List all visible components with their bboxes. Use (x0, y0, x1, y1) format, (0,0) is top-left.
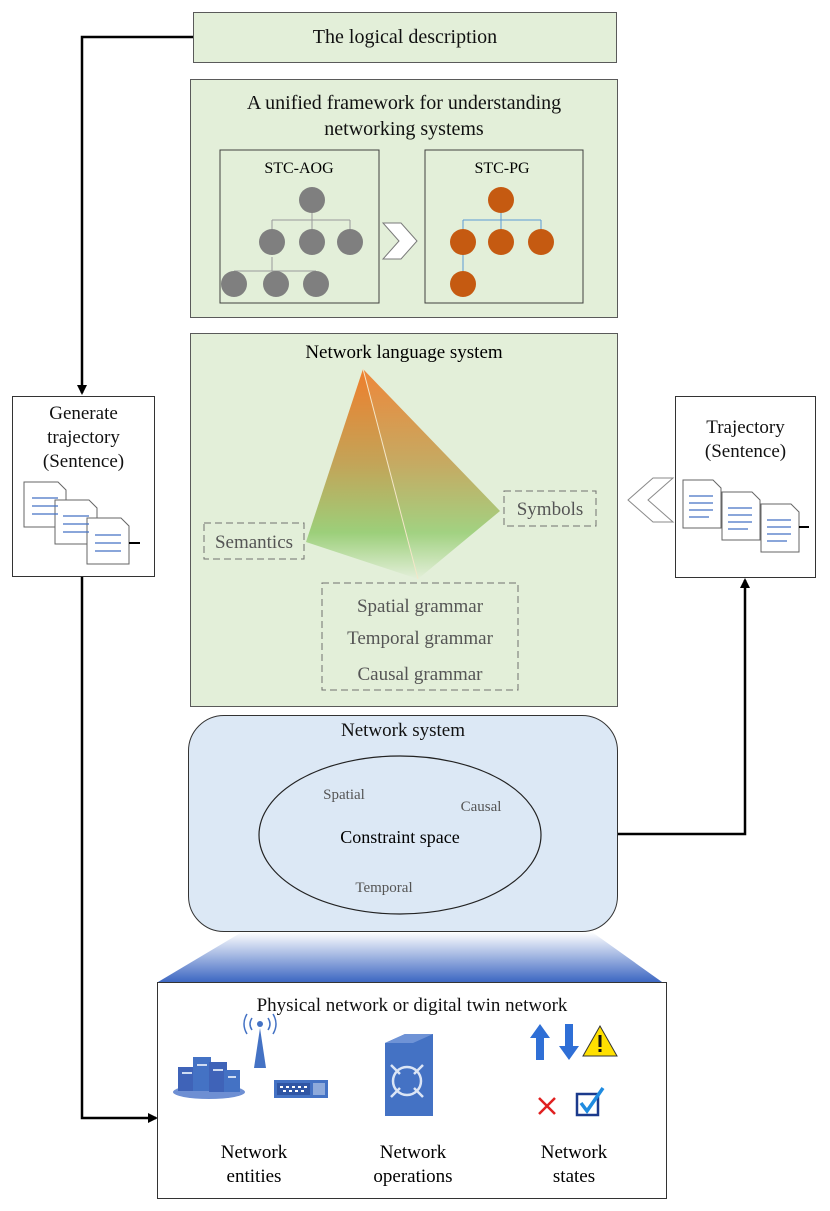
language-system-box: Network language system Semantics Symbol… (190, 333, 618, 707)
pyramid-left-face (306, 369, 418, 579)
document-stack-icon (23, 481, 140, 565)
spatial-grammar-label: Spatial grammar (357, 596, 484, 617)
stc-pg-box (424, 149, 584, 304)
symbols-label: Symbols (517, 499, 584, 520)
aog-root-node (299, 187, 325, 213)
logical-description-box: The logical description (193, 12, 617, 63)
physical-icons: Network entities Network operations Netw… (173, 1013, 618, 1187)
network-system-title: Network system (340, 720, 465, 741)
grammar-box (321, 582, 519, 691)
entities-label-line2: entities (227, 1166, 282, 1187)
funnel-shape (158, 932, 662, 982)
close-icon (538, 1097, 556, 1115)
framework-title-line1: A unified framework for understanding (246, 92, 562, 114)
causal-label: Causal (461, 799, 502, 815)
semantics-box (203, 522, 305, 560)
generate-line3: (Sentence) (42, 451, 125, 472)
generate-line1: Generate (49, 403, 118, 424)
trajectory-line2: (Sentence) (704, 441, 787, 462)
aog-node (221, 271, 247, 297)
chevron-right-icon (381, 222, 418, 260)
antenna-icon (243, 1013, 277, 1068)
pg-root-node (488, 187, 514, 213)
chevron-left-icon (627, 477, 675, 523)
arrow-down-icon (559, 1024, 579, 1060)
aog-node (263, 271, 289, 297)
server-icon (173, 1057, 245, 1099)
spatial-label: Spatial (323, 787, 365, 803)
entities-label-line1: Network (221, 1142, 288, 1163)
constraint-ellipse (258, 755, 542, 915)
checkbox-icon (575, 1087, 605, 1117)
states-label-line1: Network (541, 1142, 608, 1163)
operations-label-line1: Network (380, 1142, 447, 1163)
states-label-line2: states (553, 1166, 595, 1187)
operations-label-line2: operations (373, 1166, 452, 1187)
pg-node (488, 229, 514, 255)
arrow-logical-to-generate (77, 35, 193, 395)
trajectory-box: Trajectory (Sentence) (675, 396, 816, 578)
physical-title: Physical network or digital twin network (256, 995, 568, 1016)
stc-pg-label: STC-PG (474, 160, 530, 177)
router-icon (385, 1034, 433, 1116)
pg-node (450, 229, 476, 255)
network-system-box: Network system Constraint space Spatial … (188, 715, 618, 932)
generate-line2: trajectory (47, 427, 120, 448)
arrow-up-icon (530, 1024, 550, 1060)
physical-network-box: Physical network or digital twin network (157, 982, 667, 1199)
semantics-label: Semantics (215, 532, 293, 553)
symbols-box (503, 490, 597, 527)
pg-node (450, 271, 476, 297)
stc-aog-label: STC-AOG (264, 160, 334, 177)
constraint-space-label: Constraint space (340, 827, 459, 847)
framework-title-line2: networking systems (324, 118, 484, 140)
causal-grammar-label: Causal grammar (357, 664, 483, 685)
warning-icon (582, 1024, 618, 1057)
generate-trajectory-box: Generate trajectory (Sentence) (12, 396, 155, 577)
temporal-grammar-label: Temporal grammar (347, 628, 494, 649)
temporal-label: Temporal (355, 880, 412, 896)
logical-description-label: The logical description (312, 26, 498, 48)
constraint-graphics: Constraint space Spatial Causal Temporal (258, 755, 542, 915)
pyramid-right-face (363, 369, 500, 579)
aog-node (299, 229, 325, 255)
framework-box: A unified framework for understanding ne… (190, 79, 618, 318)
aog-node (303, 271, 329, 297)
switch-icon (274, 1080, 328, 1098)
framework-graphics: STC-AOG STC-PG (219, 149, 584, 304)
trajectory-document-icon (682, 479, 809, 553)
pg-node (528, 229, 554, 255)
language-title: Network language system (305, 342, 503, 363)
pyramid-edge (362, 368, 419, 580)
language-graphics: Network language system Semantics Symbol… (203, 342, 597, 691)
arrow-generate-to-physical (80, 577, 158, 1123)
trajectory-line1: Trajectory (706, 417, 785, 438)
aog-node (337, 229, 363, 255)
aog-node (259, 229, 285, 255)
stc-aog-box (219, 149, 380, 304)
